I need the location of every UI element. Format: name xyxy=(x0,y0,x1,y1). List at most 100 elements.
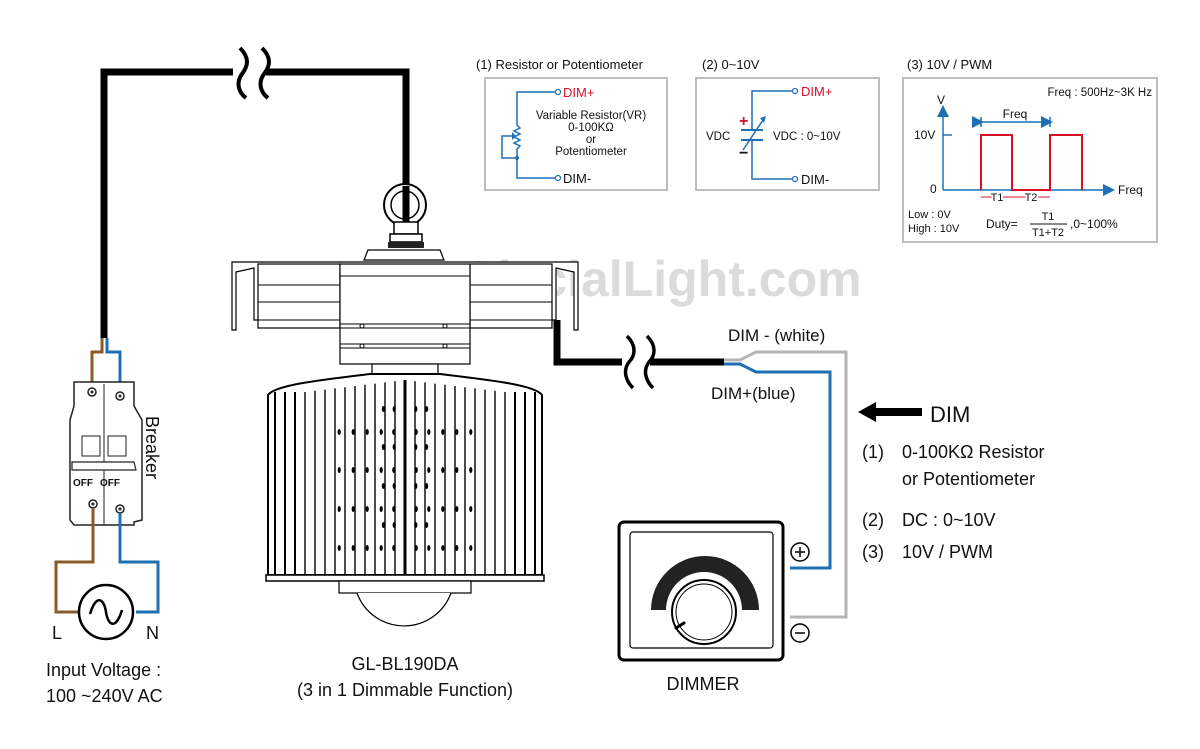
vent-hole xyxy=(414,483,418,489)
high-bay-lamp xyxy=(231,183,579,627)
dimmer-label: DIMMER xyxy=(667,674,740,694)
vent-hole xyxy=(427,429,431,435)
vent-hole xyxy=(427,506,431,512)
panel-pwm-t2: T2 xyxy=(1025,192,1038,204)
panel-resistor-desc-3: or xyxy=(586,134,596,146)
sine-wave-icon xyxy=(88,599,124,625)
vent-hole xyxy=(425,522,429,528)
panel-voltage-minus: − xyxy=(739,145,748,162)
vent-hole xyxy=(414,545,418,551)
input-voltage-line2: 100 ~240V AC xyxy=(46,686,163,706)
panel-pwm-t1: T1 xyxy=(991,192,1004,204)
vent-hole xyxy=(381,444,385,450)
dimmer xyxy=(617,520,810,662)
panel-voltage-plus: + xyxy=(739,113,748,130)
dim-legend-item-3: 10V / PWM xyxy=(902,542,993,562)
dimmer-knob[interactable] xyxy=(671,579,737,645)
pwm-waveform xyxy=(980,134,1083,191)
dim-minus-label: DIM - (white) xyxy=(728,326,825,345)
vent-hole xyxy=(365,429,369,435)
vent-hole xyxy=(414,467,418,473)
vent-hole xyxy=(414,522,418,528)
vent-hole xyxy=(351,545,355,551)
panel-resistor-desc-2: 0-100KΩ xyxy=(568,122,614,134)
vent-hole xyxy=(392,522,396,528)
panel-resistor-dim-plus: DIM+ xyxy=(563,85,594,100)
panel-pwm-duty-prefix: Duty= xyxy=(986,217,1018,231)
vent-hole xyxy=(381,483,385,489)
panel-resistor-desc-1: Variable Resistor(VR) xyxy=(536,110,647,122)
vent-hole xyxy=(337,429,341,435)
panel-voltage-title: (2) 0~10V xyxy=(702,57,760,72)
vent-hole xyxy=(351,467,355,473)
vent-hole xyxy=(441,545,445,551)
vent-hole xyxy=(392,444,396,450)
vent-hole xyxy=(337,506,341,512)
vent-hole xyxy=(427,545,431,551)
vent-hole xyxy=(414,406,418,412)
panel-voltage-vdc-left: VDC xyxy=(706,131,730,143)
input-voltage-line1: Input Voltage : xyxy=(46,660,161,680)
vent-hole xyxy=(365,545,369,551)
vent-hole xyxy=(469,545,473,551)
panel-pwm-high: High : 10V xyxy=(908,223,960,235)
panel-voltage-dim-minus: DIM- xyxy=(801,172,829,187)
vent-hole xyxy=(469,506,473,512)
vent-hole xyxy=(392,483,396,489)
dim-legend: DIM (1) 0-100KΩ Resistor or Potentiomete… xyxy=(858,402,1045,562)
dim-legend-num-2: (2) xyxy=(862,510,884,530)
panel-voltage-vdc-right: VDC : 0~10V xyxy=(773,131,841,143)
dim-minus-wire xyxy=(724,350,848,619)
dim-legend-item-1a: 0-100KΩ Resistor xyxy=(902,442,1045,462)
vent-hole xyxy=(351,506,355,512)
vent-hole xyxy=(337,545,341,551)
vent-hole xyxy=(365,506,369,512)
vent-hole xyxy=(455,545,459,551)
vent-hole xyxy=(425,483,429,489)
panel-voltage-dim-plus: DIM+ xyxy=(801,84,832,99)
vent-hole xyxy=(379,467,383,473)
panel-pwm-duty-denominator: T1+T2 xyxy=(1032,227,1064,239)
lamp-model: GL-BL190DA xyxy=(351,654,458,674)
vent-hole xyxy=(441,506,445,512)
vent-hole xyxy=(379,545,383,551)
panel-pwm-duty-numerator: T1 xyxy=(1042,211,1055,223)
panel-voltage: (2) 0~10V DIM+ DIM- + − VDC VDC : 0~10V xyxy=(695,57,880,191)
panel-pwm-y-zero: 0 xyxy=(930,182,937,196)
dim-plus-wire xyxy=(724,362,832,570)
power-cable xyxy=(100,46,410,338)
vent-hole xyxy=(337,467,341,473)
vent-hole xyxy=(351,429,355,435)
dim-plus-label: DIM+(blue) xyxy=(711,384,796,403)
cable-break-symbol xyxy=(236,46,271,100)
dim-legend-item-2: DC : 0~10V xyxy=(902,510,996,530)
panel-resistor-dim-minus: DIM- xyxy=(563,171,591,186)
dim-legend-num-3: (3) xyxy=(862,542,884,562)
breaker: OFF OFF xyxy=(69,338,143,526)
panel-resistor: (1) Resistor or Potentiometer DIM+ DIM- … xyxy=(476,57,668,191)
dim-cable xyxy=(553,320,724,390)
live-label: L xyxy=(52,623,62,643)
panel-pwm: (3) 10V / PWM Freq : 500Hz~3K Hz V 10V 0… xyxy=(902,57,1158,243)
dim-legend-num-1: (1) xyxy=(862,442,884,462)
vent-hole xyxy=(392,406,396,412)
vent-hole xyxy=(441,429,445,435)
breaker-label: Breaker xyxy=(142,416,162,479)
panel-pwm-duty-suffix: ,0~100% xyxy=(1070,217,1118,231)
panel-resistor-title: (1) Resistor or Potentiometer xyxy=(476,57,644,72)
lamp-subtitle: (3 in 1 Dimmable Function) xyxy=(297,680,513,700)
vent-hole xyxy=(469,467,473,473)
vent-hole xyxy=(381,406,385,412)
panel-pwm-y-high: 10V xyxy=(914,128,935,142)
vent-hole xyxy=(392,429,396,435)
breaker-off-left: OFF xyxy=(73,478,93,489)
dim-legend-item-1b: or Potentiometer xyxy=(902,469,1035,489)
vent-hole xyxy=(379,506,383,512)
panel-pwm-title: (3) 10V / PWM xyxy=(907,57,992,72)
vent-hole xyxy=(414,429,418,435)
vent-hole xyxy=(427,467,431,473)
vent-hole xyxy=(414,444,418,450)
panel-pwm-freq-range: Freq : 500Hz~3K Hz xyxy=(1047,87,1152,99)
vent-hole xyxy=(392,506,396,512)
